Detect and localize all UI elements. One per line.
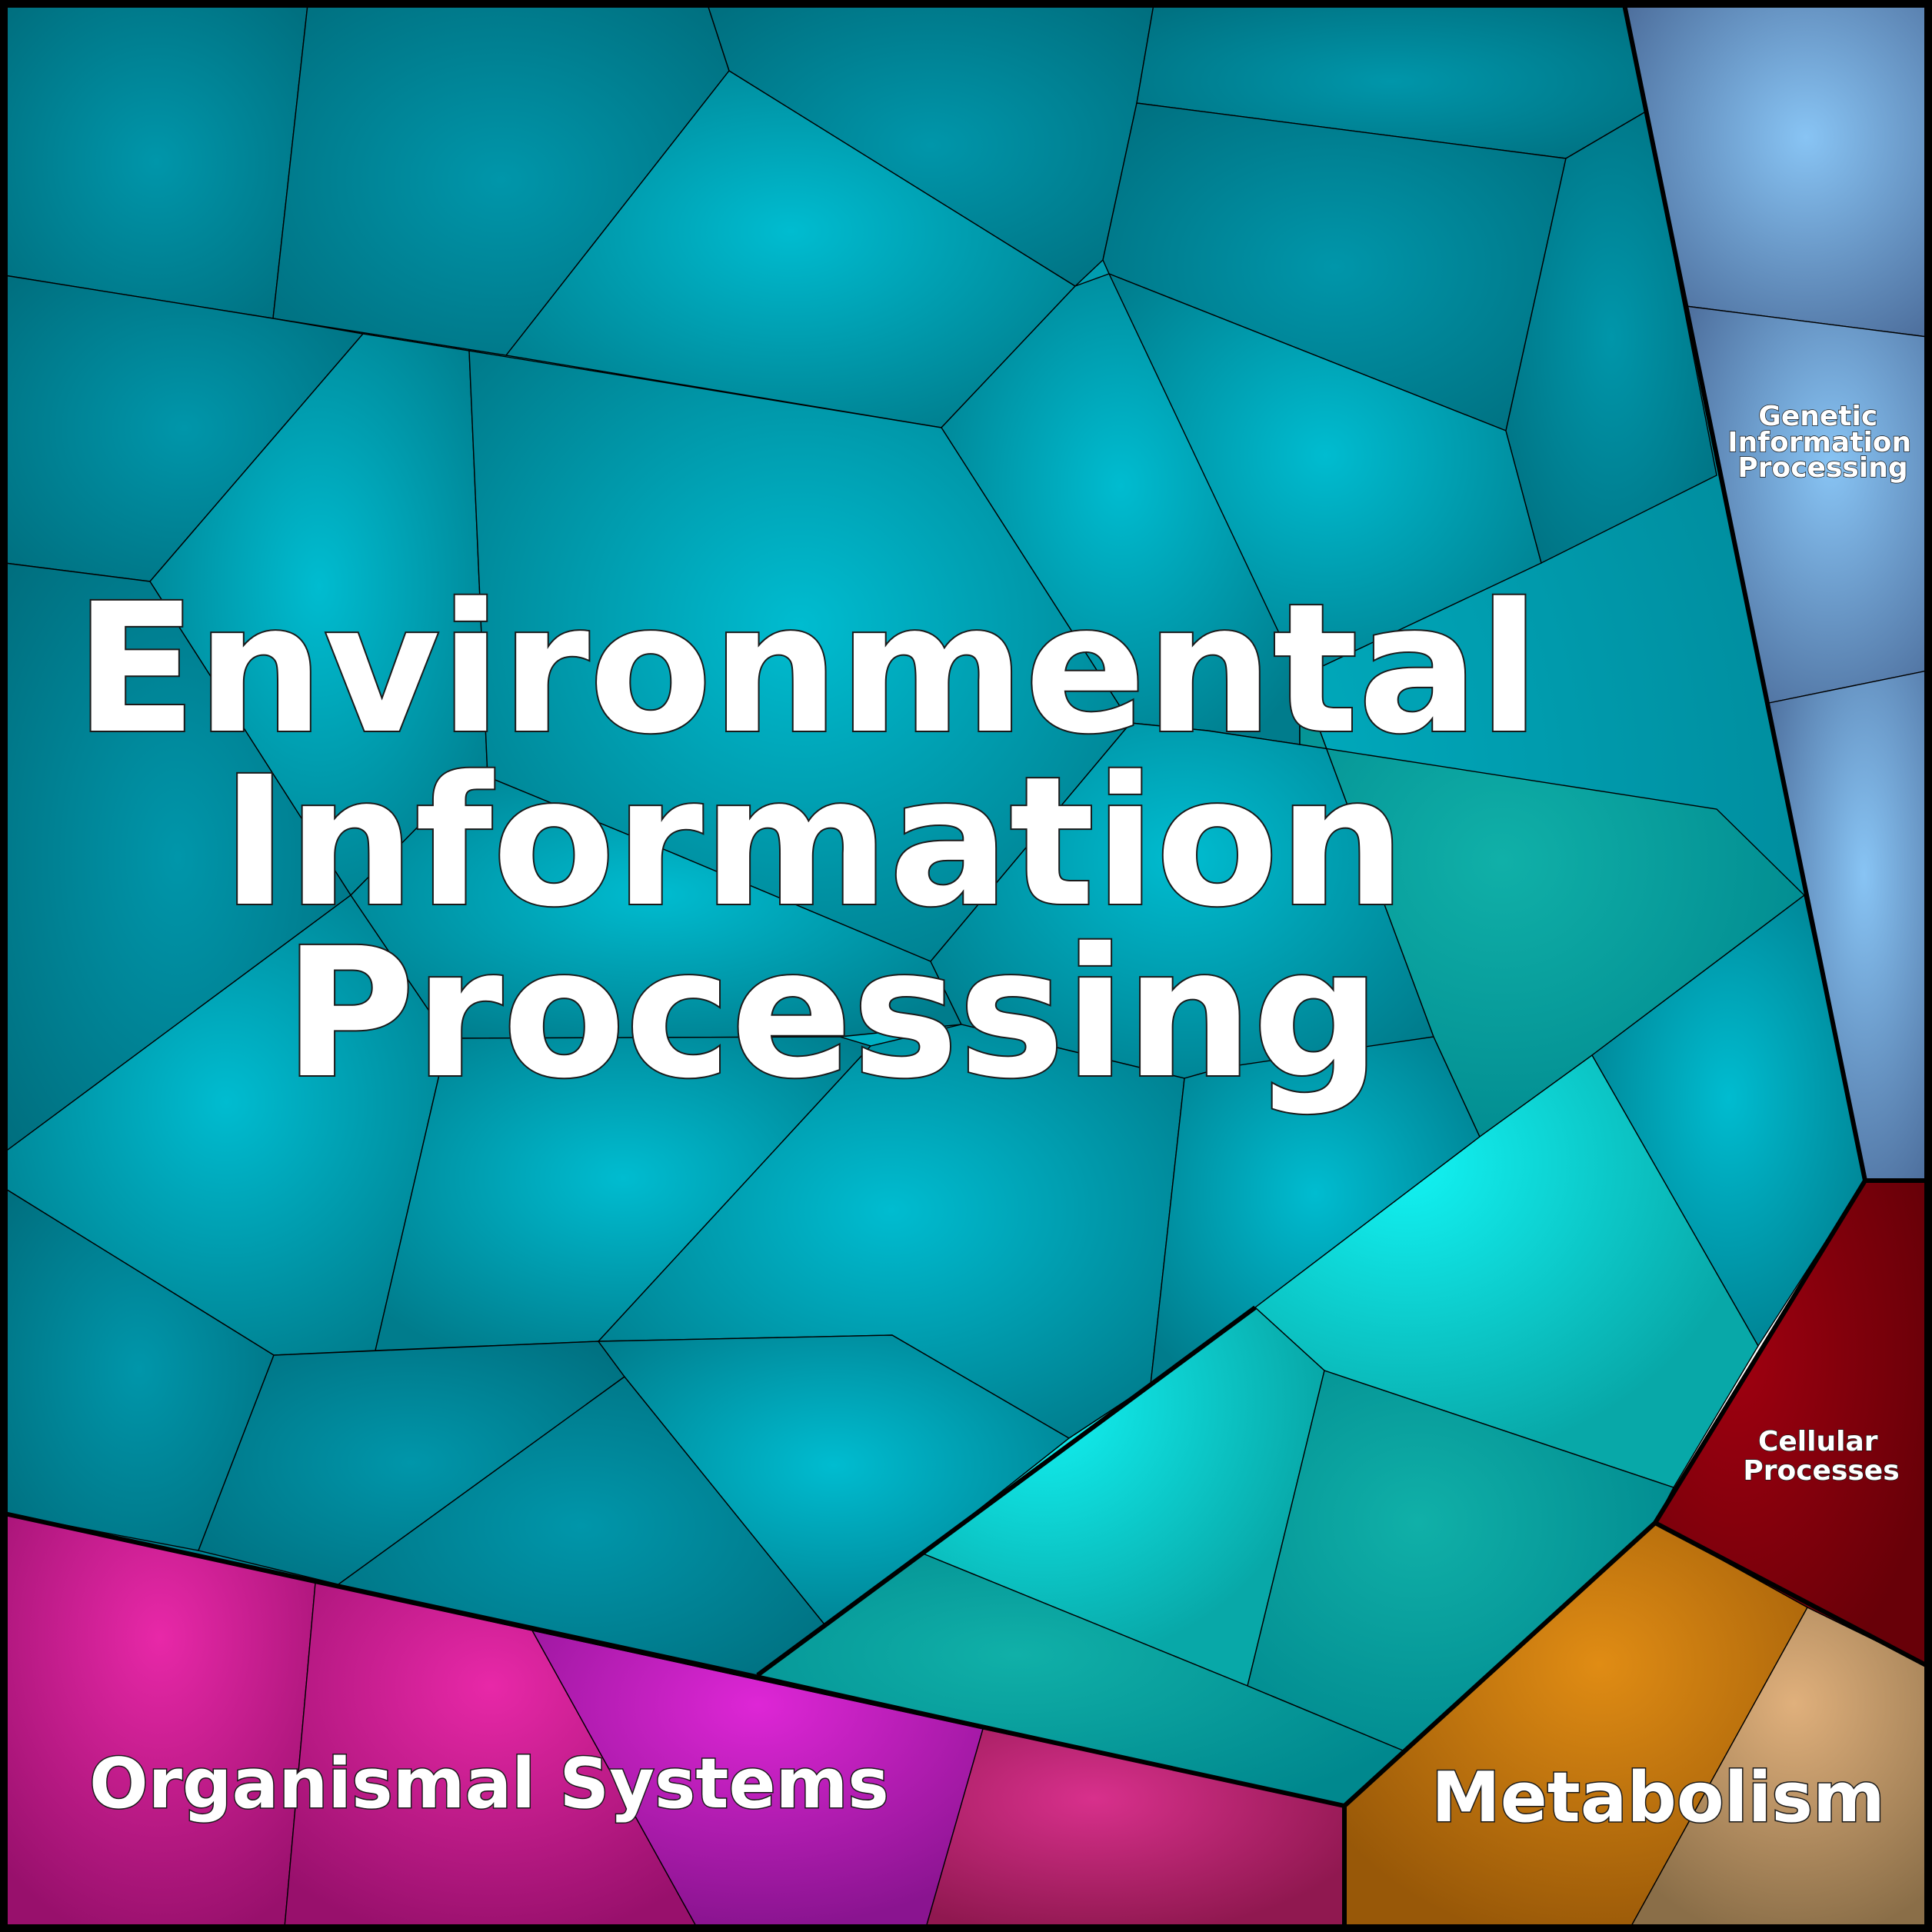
label-cellular-line1: Cellular xyxy=(1758,1426,1878,1457)
region-environmental xyxy=(4,4,1866,1807)
label-genetic-line2: Information xyxy=(1727,427,1911,458)
label-metabolism: Metabolism xyxy=(1431,1757,1885,1838)
label-cellular-line2: Processes xyxy=(1743,1455,1899,1487)
label-organismal: Organismal Systems xyxy=(89,1744,889,1824)
label-genetic-line3: Processing xyxy=(1737,452,1907,484)
label-environmental-line3: Processing xyxy=(284,910,1381,1118)
label-cellular: Cellular Processes xyxy=(1743,1426,1899,1487)
label-environmental-line1: Environmental xyxy=(75,565,1540,773)
region-organismal xyxy=(4,1513,1345,1928)
label-environmental: Environmental Information Processing xyxy=(75,565,1601,1118)
label-environmental-line2: Information xyxy=(222,738,1406,946)
cell-env-8 xyxy=(1505,110,1717,565)
label-genetic: Genetic Information Processing xyxy=(1727,401,1920,484)
cell-org-1 xyxy=(4,1513,316,1928)
cell-env-1 xyxy=(4,4,308,319)
label-genetic-line1: Genetic xyxy=(1758,401,1877,432)
